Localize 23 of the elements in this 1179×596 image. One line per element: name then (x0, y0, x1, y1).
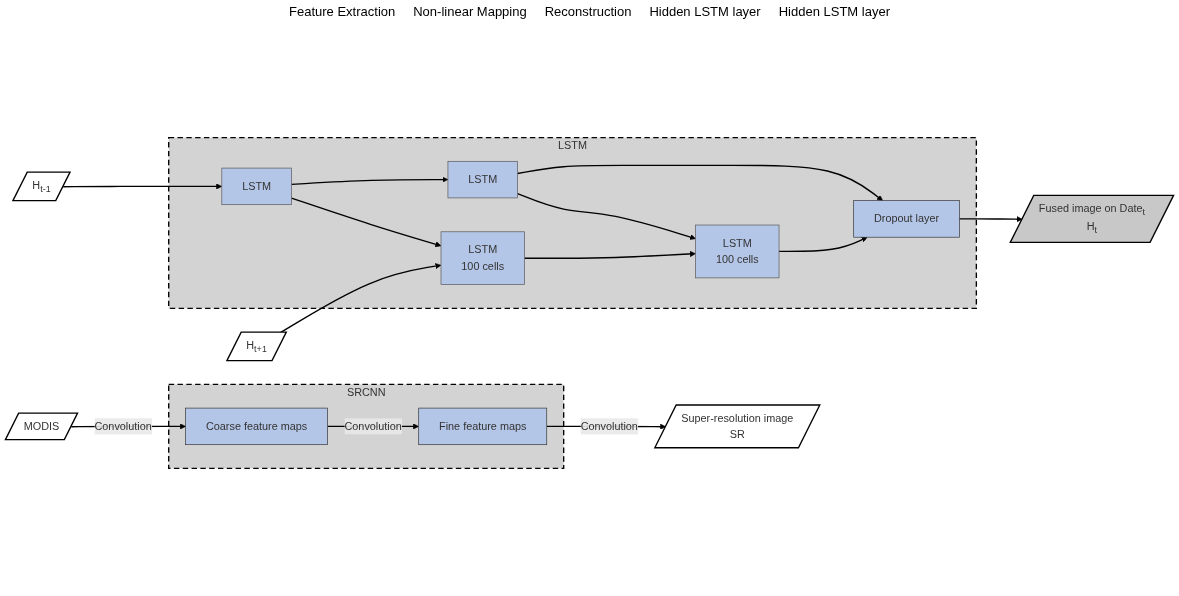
note-label: Non-linear Mapping (413, 4, 527, 19)
node-box: LSTM 100 cells (695, 224, 780, 279)
arrow (290, 197, 442, 248)
arrow (516, 192, 696, 240)
arrow (62, 183, 223, 190)
arrow (523, 250, 696, 259)
edge-label: Convolution (344, 420, 402, 432)
note-label: Reconstruction (544, 4, 632, 19)
node-box: Dropout layer (853, 200, 960, 238)
node-box: Fine feature maps (418, 407, 548, 446)
edge-label: Convolution (580, 420, 638, 432)
arrow (290, 176, 449, 186)
note-label: Hidden LSTM layer (649, 4, 761, 19)
node-box: Coarse feature maps (185, 407, 328, 446)
note-label: Hidden LSTM layer (778, 4, 890, 19)
arrow (778, 236, 868, 253)
edge-label: Convolution (94, 420, 152, 432)
arrow (958, 216, 1023, 223)
node-box: LSTM 100 cells (440, 231, 525, 285)
node-box: LSTM (447, 160, 518, 199)
note-label: Feature Extraction (289, 4, 396, 19)
node-box: LSTM (221, 167, 292, 205)
arrow (516, 164, 883, 201)
